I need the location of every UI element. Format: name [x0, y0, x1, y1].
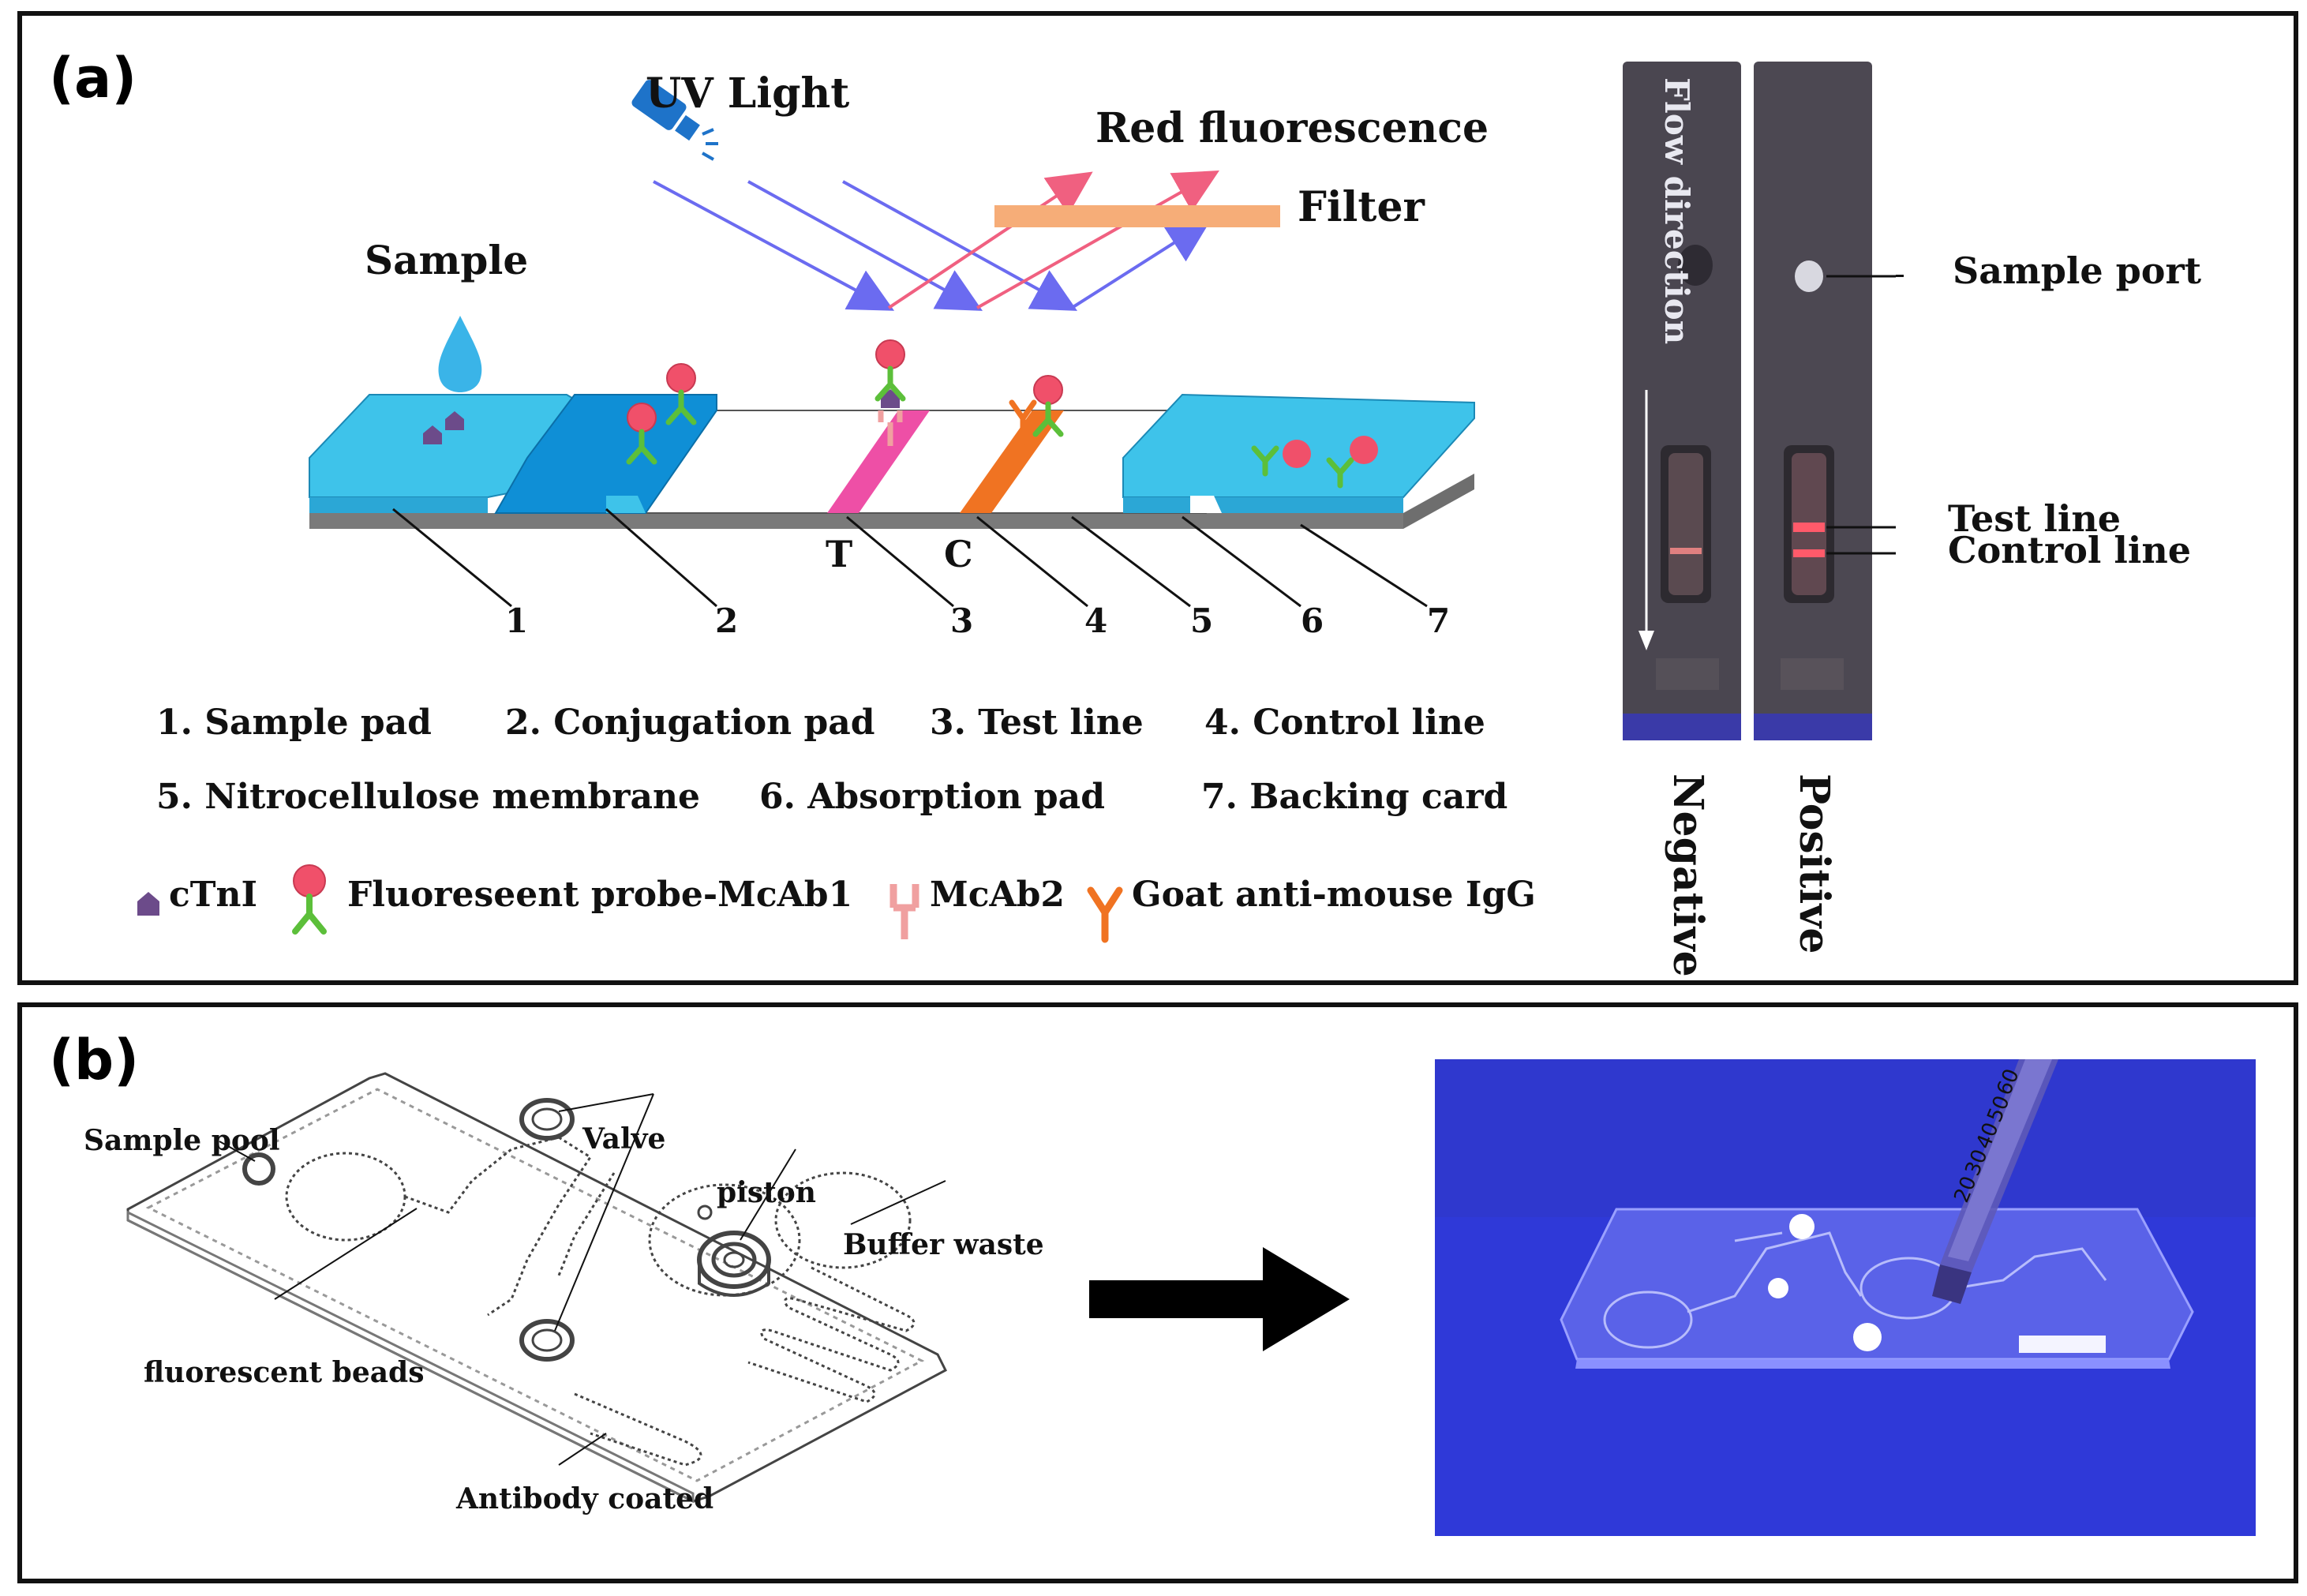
syringe — [1932, 1059, 2058, 1304]
part-number-6: 6 — [1301, 601, 1324, 640]
uv-rays — [653, 180, 1212, 311]
control-line-label: Control line — [1948, 529, 2192, 571]
part-number-1: 1 — [505, 601, 529, 640]
uv-light-label: UV Light — [646, 69, 850, 118]
legend-part-4: 4. Control line — [1204, 702, 1485, 743]
fluorescence-rays — [887, 170, 1219, 309]
conjugation-pad — [494, 394, 717, 514]
filter-label: Filter — [1298, 183, 1425, 231]
sample-port-label: Sample port — [1953, 249, 2201, 292]
positive-label: Positive — [1790, 774, 1838, 954]
legend-part-3: 3. Test line — [930, 702, 1144, 743]
uv-lamp-icon — [631, 80, 718, 161]
fluorescent-beads-label: fluorescent beads — [144, 1356, 425, 1389]
part-number-2: 2 — [715, 601, 739, 640]
leader-lines — [392, 508, 1428, 608]
legend-mcab2: McAb2 — [930, 875, 1065, 915]
legend-ctni: cTnI — [169, 875, 258, 915]
backing-card — [309, 474, 1474, 529]
absorption-antibodies — [1254, 436, 1378, 485]
control-line-complex — [1009, 376, 1062, 445]
positive-strip — [1754, 62, 1872, 740]
flow-direction-arrow — [1638, 390, 1654, 650]
legend-part-1: 1. Sample pad — [156, 702, 432, 743]
legend-goat-igg: Goat anti-mouse IgG — [1132, 875, 1536, 915]
panel-a-label: (a) — [49, 46, 137, 111]
panel-b: (b) — [17, 1002, 2298, 1583]
valve-label: Valve — [582, 1122, 666, 1156]
lateral-flow-schematic — [309, 80, 1475, 608]
panel-a: (a) — [17, 11, 2298, 985]
part-number-5: 5 — [1190, 601, 1214, 640]
part-number-7: 7 — [1427, 601, 1451, 640]
goat-igg-icon — [1087, 886, 1123, 943]
test-letter: T — [826, 533, 853, 575]
sample-pad — [309, 394, 575, 513]
sample-droplet-icon — [438, 316, 482, 392]
panel-b-label: (b) — [49, 1028, 140, 1092]
ctni-icon — [137, 892, 159, 916]
negative-strip — [1623, 62, 1741, 740]
right-arrow-icon — [1089, 1247, 1350, 1351]
flow-direction-label: Flow direction — [1657, 77, 1696, 345]
control-line-band — [960, 410, 1064, 513]
probe-icon — [292, 864, 327, 935]
legend-probe: Fluoreseent probe-McAb1 — [347, 875, 853, 915]
legend-part-2: 2. Conjugation pad — [505, 702, 875, 743]
mcab2-icon — [889, 884, 919, 939]
chip-photo — [1435, 1059, 2256, 1536]
syringe-scale: 60 50 40 30 20 — [1949, 1066, 2090, 1228]
legend-part-5: 5. Nitrocellulose membrane — [156, 777, 700, 817]
red-fluorescence-label: Red fluorescence — [1095, 104, 1489, 152]
legend-part-6: 6. Absorption pad — [759, 777, 1105, 817]
microfluidic-chip-drawing — [126, 1072, 947, 1504]
sample-pool-label: Sample pool — [84, 1124, 280, 1157]
test-line-complex — [876, 340, 904, 446]
sample-port-leader-ext — [1896, 275, 1904, 277]
test-line-band — [827, 410, 930, 513]
piston-label: piston — [717, 1176, 816, 1209]
sample-label: Sample — [365, 237, 529, 283]
legend-part-7: 7. Backing card — [1201, 777, 1508, 817]
filter-bar — [994, 205, 1280, 227]
part-number-4: 4 — [1084, 601, 1108, 640]
part-number-3: 3 — [950, 601, 974, 640]
legend-symbols — [137, 864, 1123, 943]
antibody-coated-label: Antibody coated — [456, 1482, 714, 1515]
negative-label: Negative — [1664, 774, 1712, 977]
strip-photo — [1620, 58, 1896, 753]
buffer-waste-label: Buffer waste — [843, 1228, 1044, 1261]
control-letter: C — [944, 533, 973, 575]
test-line-label: Test line — [1948, 497, 2122, 540]
